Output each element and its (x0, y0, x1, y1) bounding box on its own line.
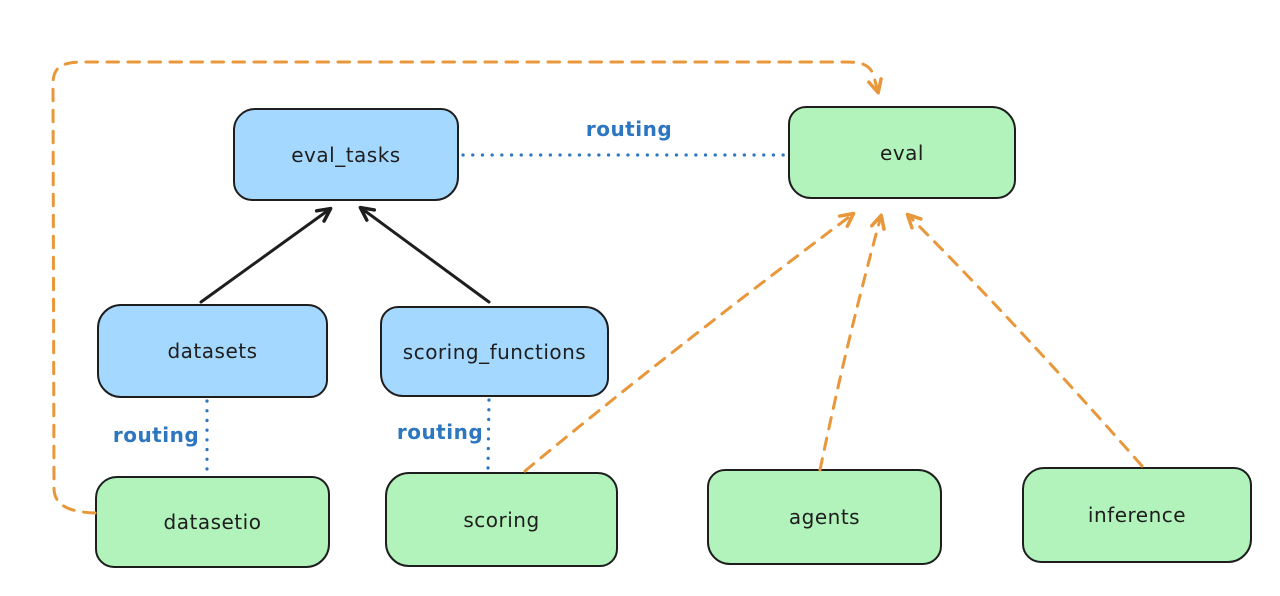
edge-inference-to-eval (905, 212, 1144, 468)
edge-scoring-functions-to-eval-tasks (358, 205, 491, 304)
edge-agents-to-eval (818, 213, 886, 472)
edge-label-routing-eval-tasks-eval: routing (585, 117, 673, 141)
node-eval-tasks-label: eval_tasks (291, 142, 401, 167)
node-datasets: datasets (97, 304, 328, 398)
node-scoring: scoring (385, 472, 618, 567)
node-datasetio: datasetio (95, 476, 330, 568)
node-agents: agents (707, 469, 942, 565)
node-scoring-functions: scoring_functions (380, 306, 609, 397)
edge-datasets-to-eval-tasks (199, 206, 333, 304)
edge-label-routing-datasets-datasetio: routing (112, 423, 200, 447)
node-datasets-label: datasets (167, 339, 258, 363)
node-scoring-label: scoring (463, 507, 540, 532)
node-scoring-functions-label: scoring_functions (402, 339, 587, 364)
node-datasetio-label: datasetio (163, 510, 262, 534)
node-inference: inference (1022, 467, 1252, 563)
node-eval-label: eval (880, 140, 924, 165)
edge-scoring-functions-to-scoring-routing (486, 398, 491, 471)
node-eval-tasks: eval_tasks (233, 108, 459, 201)
node-eval: eval (788, 106, 1016, 199)
node-inference-label: inference (1087, 503, 1187, 527)
edge-label-routing-scoring-functions-scoring: routing (396, 420, 484, 444)
node-agents-label: agents (788, 505, 861, 529)
